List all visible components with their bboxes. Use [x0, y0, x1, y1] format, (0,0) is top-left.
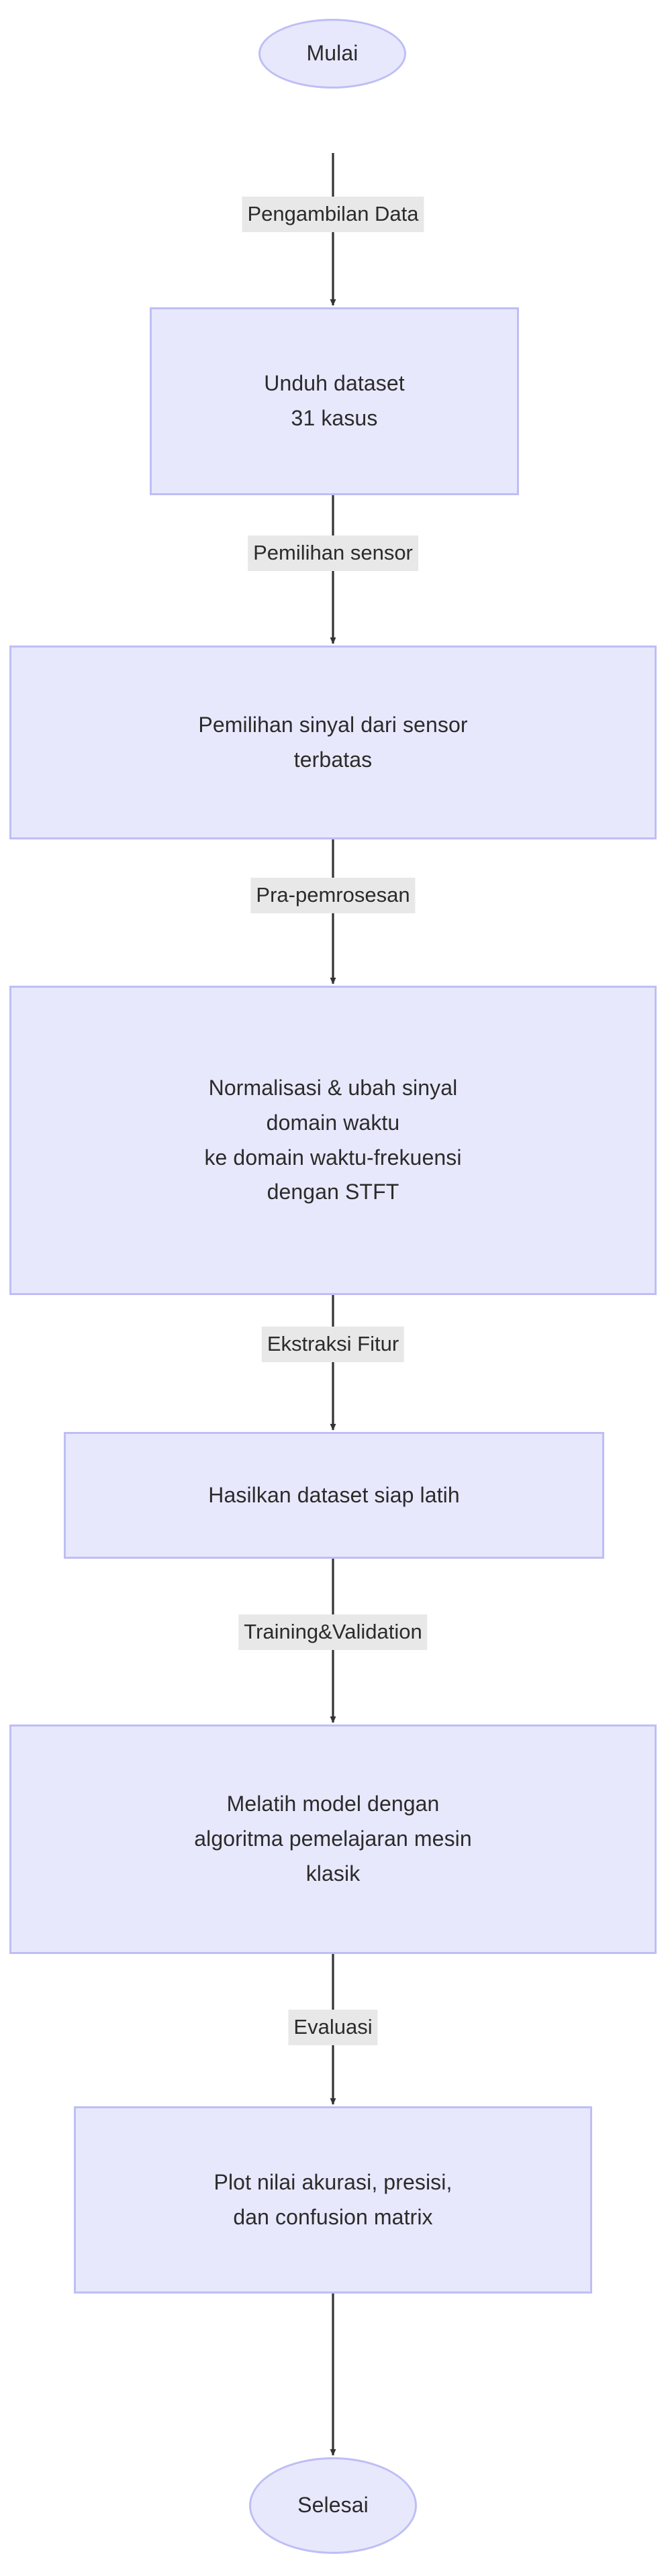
- edge-label-evaluasi-text: Evaluasi: [293, 2015, 373, 2039]
- node-hasilkan-dataset[interactable]: Hasilkan dataset siap latih: [64, 1432, 604, 1559]
- edge-label-pengambilan-data: Pengambilan Data: [242, 197, 424, 232]
- node-plot-evaluasi-label: Plot nilai akurasi, presisi, dan confusi…: [213, 2169, 453, 2229]
- edge-label-training-validation-text: Training&Validation: [244, 1620, 422, 1643]
- edge-label-pra-pemrosesan: Pra-pemrosesan: [250, 878, 416, 913]
- edge-label-training-validation: Training&Validation: [238, 1614, 428, 1650]
- node-pemilihan-sinyal[interactable]: Pemilihan sinyal dari sensor terbatas: [9, 646, 657, 839]
- node-start-label: Mulai: [306, 41, 359, 66]
- node-unduh-dataset-label: Unduh dataset 31 kasus: [264, 371, 405, 430]
- node-end-label: Selesai: [297, 2493, 369, 2518]
- edge-label-ekstraksi-fitur-text: Ekstraksi Fitur: [267, 1332, 399, 1355]
- node-unduh-dataset[interactable]: Unduh dataset 31 kasus: [150, 307, 519, 495]
- node-normalisasi-stft[interactable]: Normalisasi & ubah sinyal domain waktu k…: [9, 986, 657, 1295]
- edge-label-ekstraksi-fitur: Ekstraksi Fitur: [261, 1327, 405, 1362]
- edge-label-pengambilan-data-text: Pengambilan Data: [247, 202, 419, 225]
- node-normalisasi-stft-label: Normalisasi & ubah sinyal domain waktu k…: [204, 1075, 462, 1204]
- edge-label-evaluasi: Evaluasi: [288, 2010, 378, 2045]
- node-end[interactable]: Selesai: [249, 2457, 417, 2554]
- node-melatih-model-label: Melatih model dengan algoritma pemelajar…: [194, 1792, 472, 1886]
- node-hasilkan-dataset-label: Hasilkan dataset siap latih: [208, 1482, 460, 1507]
- node-pemilihan-sinyal-label: Pemilihan sinyal dari sensor terbatas: [198, 712, 468, 772]
- node-start[interactable]: Mulai: [258, 19, 406, 89]
- node-plot-evaluasi[interactable]: Plot nilai akurasi, presisi, dan confusi…: [74, 2106, 592, 2294]
- edge-label-pra-pemrosesan-text: Pra-pemrosesan: [256, 883, 410, 907]
- node-melatih-model[interactable]: Melatih model dengan algoritma pemelajar…: [9, 1724, 657, 1954]
- edge-label-pemilihan-sensor: Pemilihan sensor: [248, 535, 418, 571]
- edge-label-pemilihan-sensor-text: Pemilihan sensor: [253, 541, 413, 564]
